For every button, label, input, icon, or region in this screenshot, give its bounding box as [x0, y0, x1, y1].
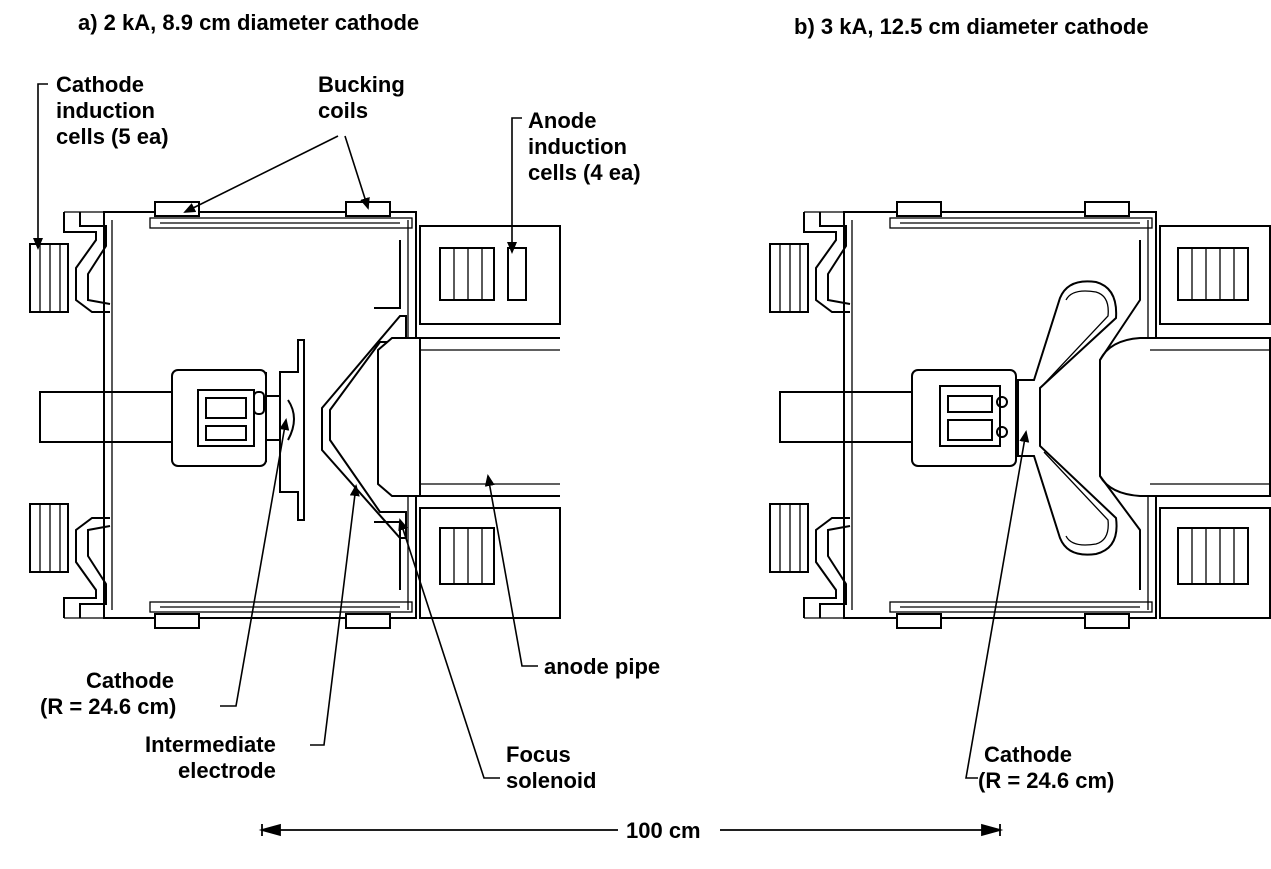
label-intermediate-electrode: Intermediate electrode — [145, 732, 276, 783]
label-cathode-a: Cathode (R = 24.6 cm) — [40, 668, 177, 719]
label-cathode-b: Cathode (R = 24.6 cm) — [978, 742, 1115, 793]
panel-b-cathode-cells-lower — [769, 503, 851, 618]
bucking-coil-right-top — [345, 201, 391, 217]
label-focus-solenoid: Focus solenoid — [506, 742, 597, 793]
cathode-induction-cells-lower — [29, 503, 111, 618]
panel-a-title: a) 2 kA, 8.9 cm diameter cathode — [78, 10, 420, 35]
cathode-induction-cells-upper — [29, 212, 111, 313]
bucking-coil-right-bottom — [345, 613, 391, 629]
panel-b-cathode-cells-upper — [769, 212, 851, 313]
label-bucking-coils: Bucking coils — [318, 72, 405, 123]
scale-bar — [258, 823, 1004, 837]
bucking-coil-left-bottom — [154, 613, 200, 629]
anode-induction-cells-lower — [419, 507, 561, 619]
scale-bar-label: 100 cm — [626, 818, 701, 843]
panel-a-drawing — [29, 201, 561, 629]
panel-b-drawing — [769, 201, 1271, 629]
panel-b-title: b) 3 kA, 12.5 cm diameter cathode — [794, 14, 1149, 39]
label-anode-pipe: anode pipe — [544, 654, 661, 679]
label-anode-induction-cells: Anode induction cells (4 ea) — [528, 108, 641, 185]
label-cathode-induction-cells: Cathode induction cells (5 ea) — [56, 72, 169, 149]
panel-b-anode-cells-upper — [1159, 225, 1271, 325]
panel-b-anode-cells-lower — [1159, 507, 1271, 619]
anode-induction-cells-upper — [419, 225, 561, 325]
leader-lines — [33, 83, 1030, 779]
